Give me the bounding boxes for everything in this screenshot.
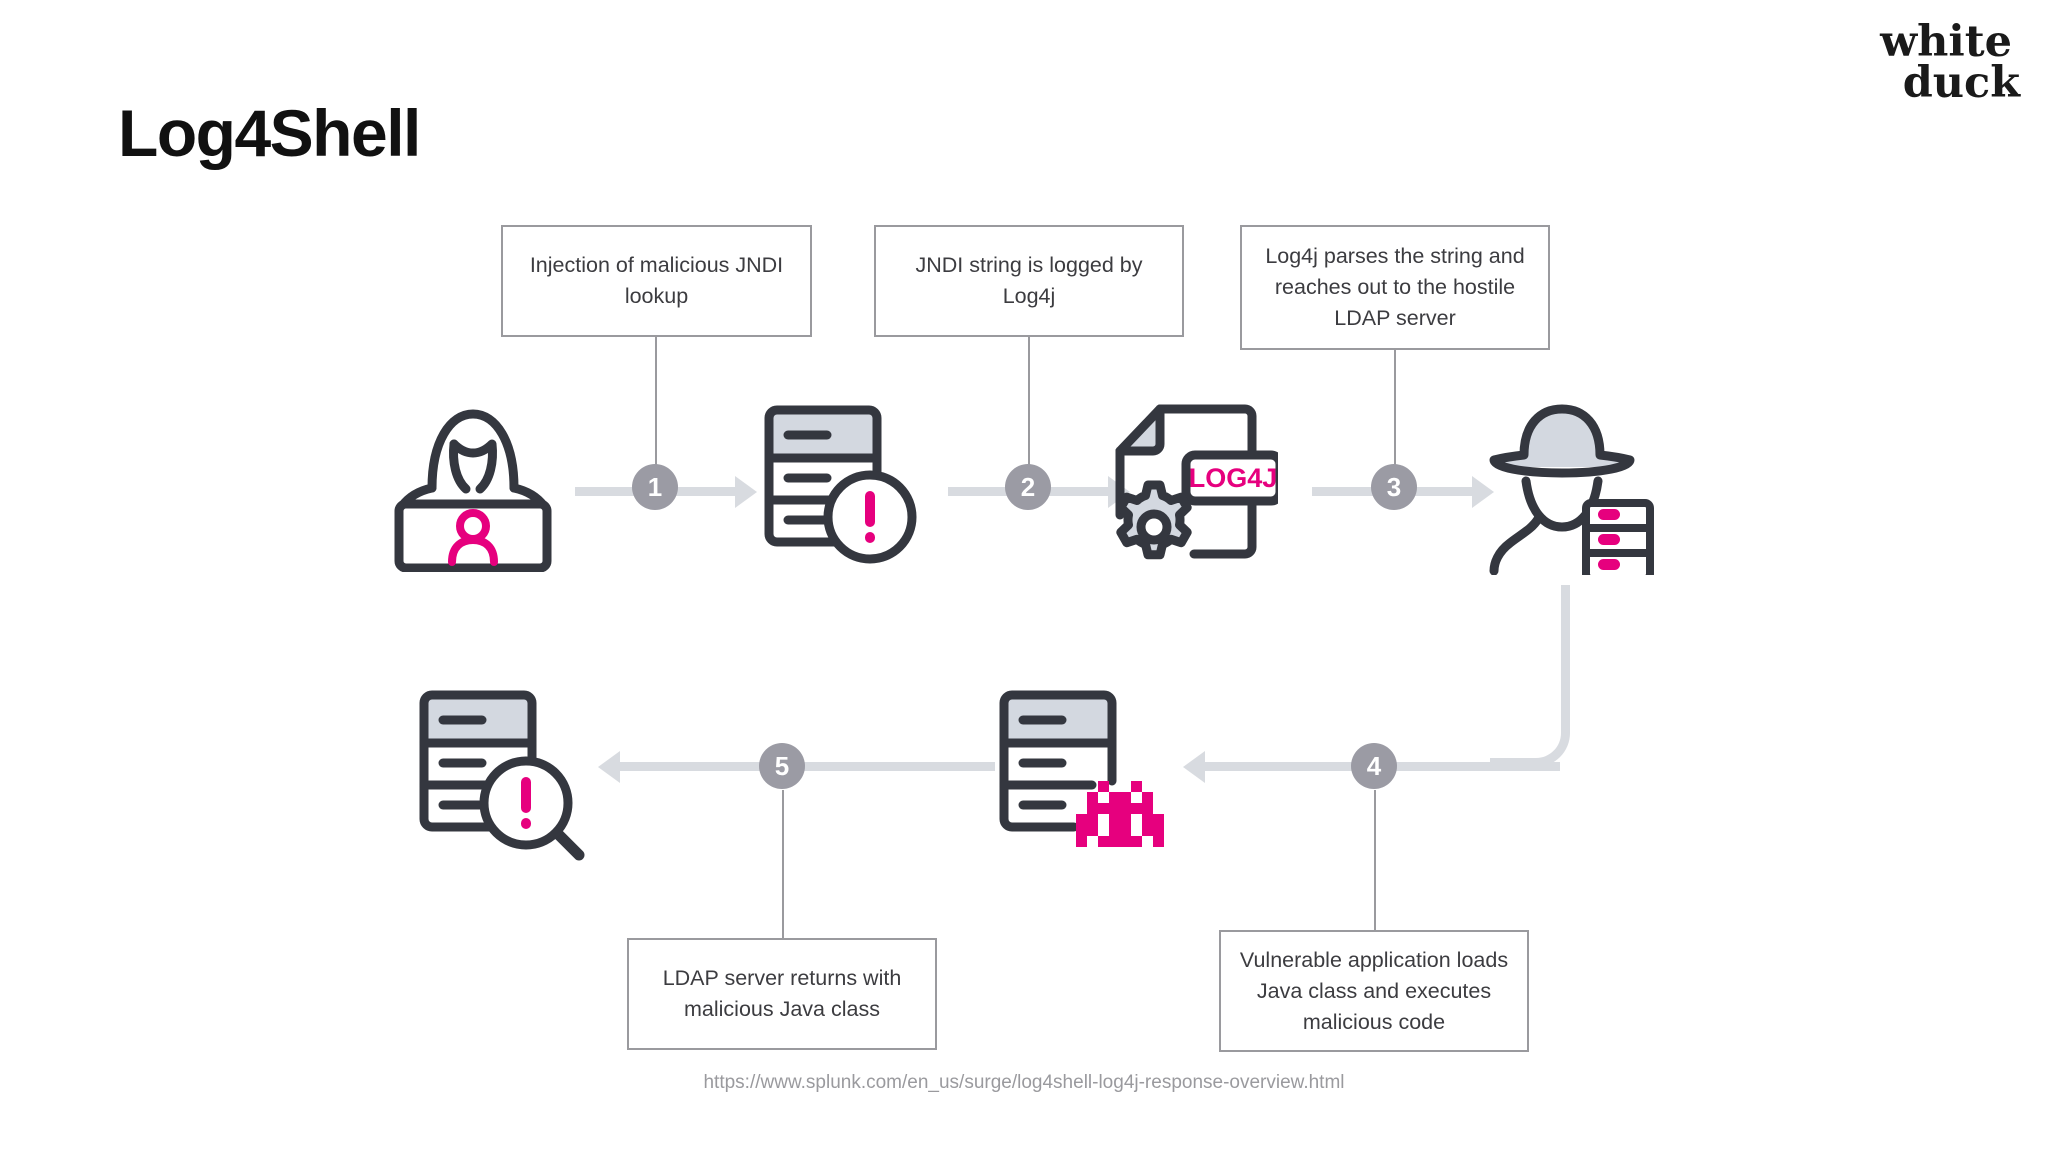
flow-arrow-3-head — [1472, 476, 1494, 508]
description-box-2: JNDI string is logged by Log4j — [874, 225, 1184, 337]
step-circle-5: 5 — [759, 743, 805, 789]
brand-logo-line-1: white — [1880, 17, 2012, 67]
server-alert-icon — [757, 400, 922, 570]
log4j-label-text: LOG4J — [1189, 463, 1278, 493]
step-circle-4: 4 — [1351, 743, 1397, 789]
hacker-with-laptop-icon — [388, 392, 558, 573]
flow-arrow-5-shaft — [620, 762, 995, 771]
description-box-3: Log4j parses the string and reaches out … — [1240, 225, 1550, 350]
brand-logo-white-duck: white duck — [1790, 17, 2020, 108]
connector-line-step-2 — [1028, 337, 1030, 494]
spy-with-server-rack-icon — [1482, 395, 1662, 583]
connector-line-step-5 — [782, 790, 784, 938]
description-box-4: LDAP server returns with malicious Java … — [627, 938, 937, 1050]
flow-arrow-4-head — [1183, 751, 1205, 783]
space-invader-glyph — [1076, 781, 1164, 847]
log4j-file-gear-icon: LOG4J — [1098, 395, 1285, 575]
connector-line-step-3 — [1394, 350, 1396, 494]
flow-arrow-5-head — [598, 751, 620, 783]
description-box-1: Injection of malicious JNDI lookup — [501, 225, 812, 337]
step-circle-1: 1 — [632, 464, 678, 510]
step-circle-3: 3 — [1371, 464, 1417, 510]
step-circle-2: 2 — [1005, 464, 1051, 510]
connector-line-step-1 — [655, 337, 657, 494]
server-space-invader-icon — [992, 685, 1172, 865]
description-box-5: Vulnerable application loads Java class … — [1219, 930, 1529, 1052]
flow-arrow-1-head — [735, 476, 757, 508]
server-magnifier-alert-icon — [412, 685, 592, 865]
page-title: Log4Shell — [118, 96, 421, 170]
elbow-connector-attacker-to-step-4 — [1490, 585, 1570, 767]
connector-line-step-4 — [1374, 790, 1376, 930]
source-url-caption: https://www.splunk.com/en_us/surge/log4s… — [703, 1072, 1345, 1093]
brand-logo-line-2: duck — [1902, 58, 2020, 108]
